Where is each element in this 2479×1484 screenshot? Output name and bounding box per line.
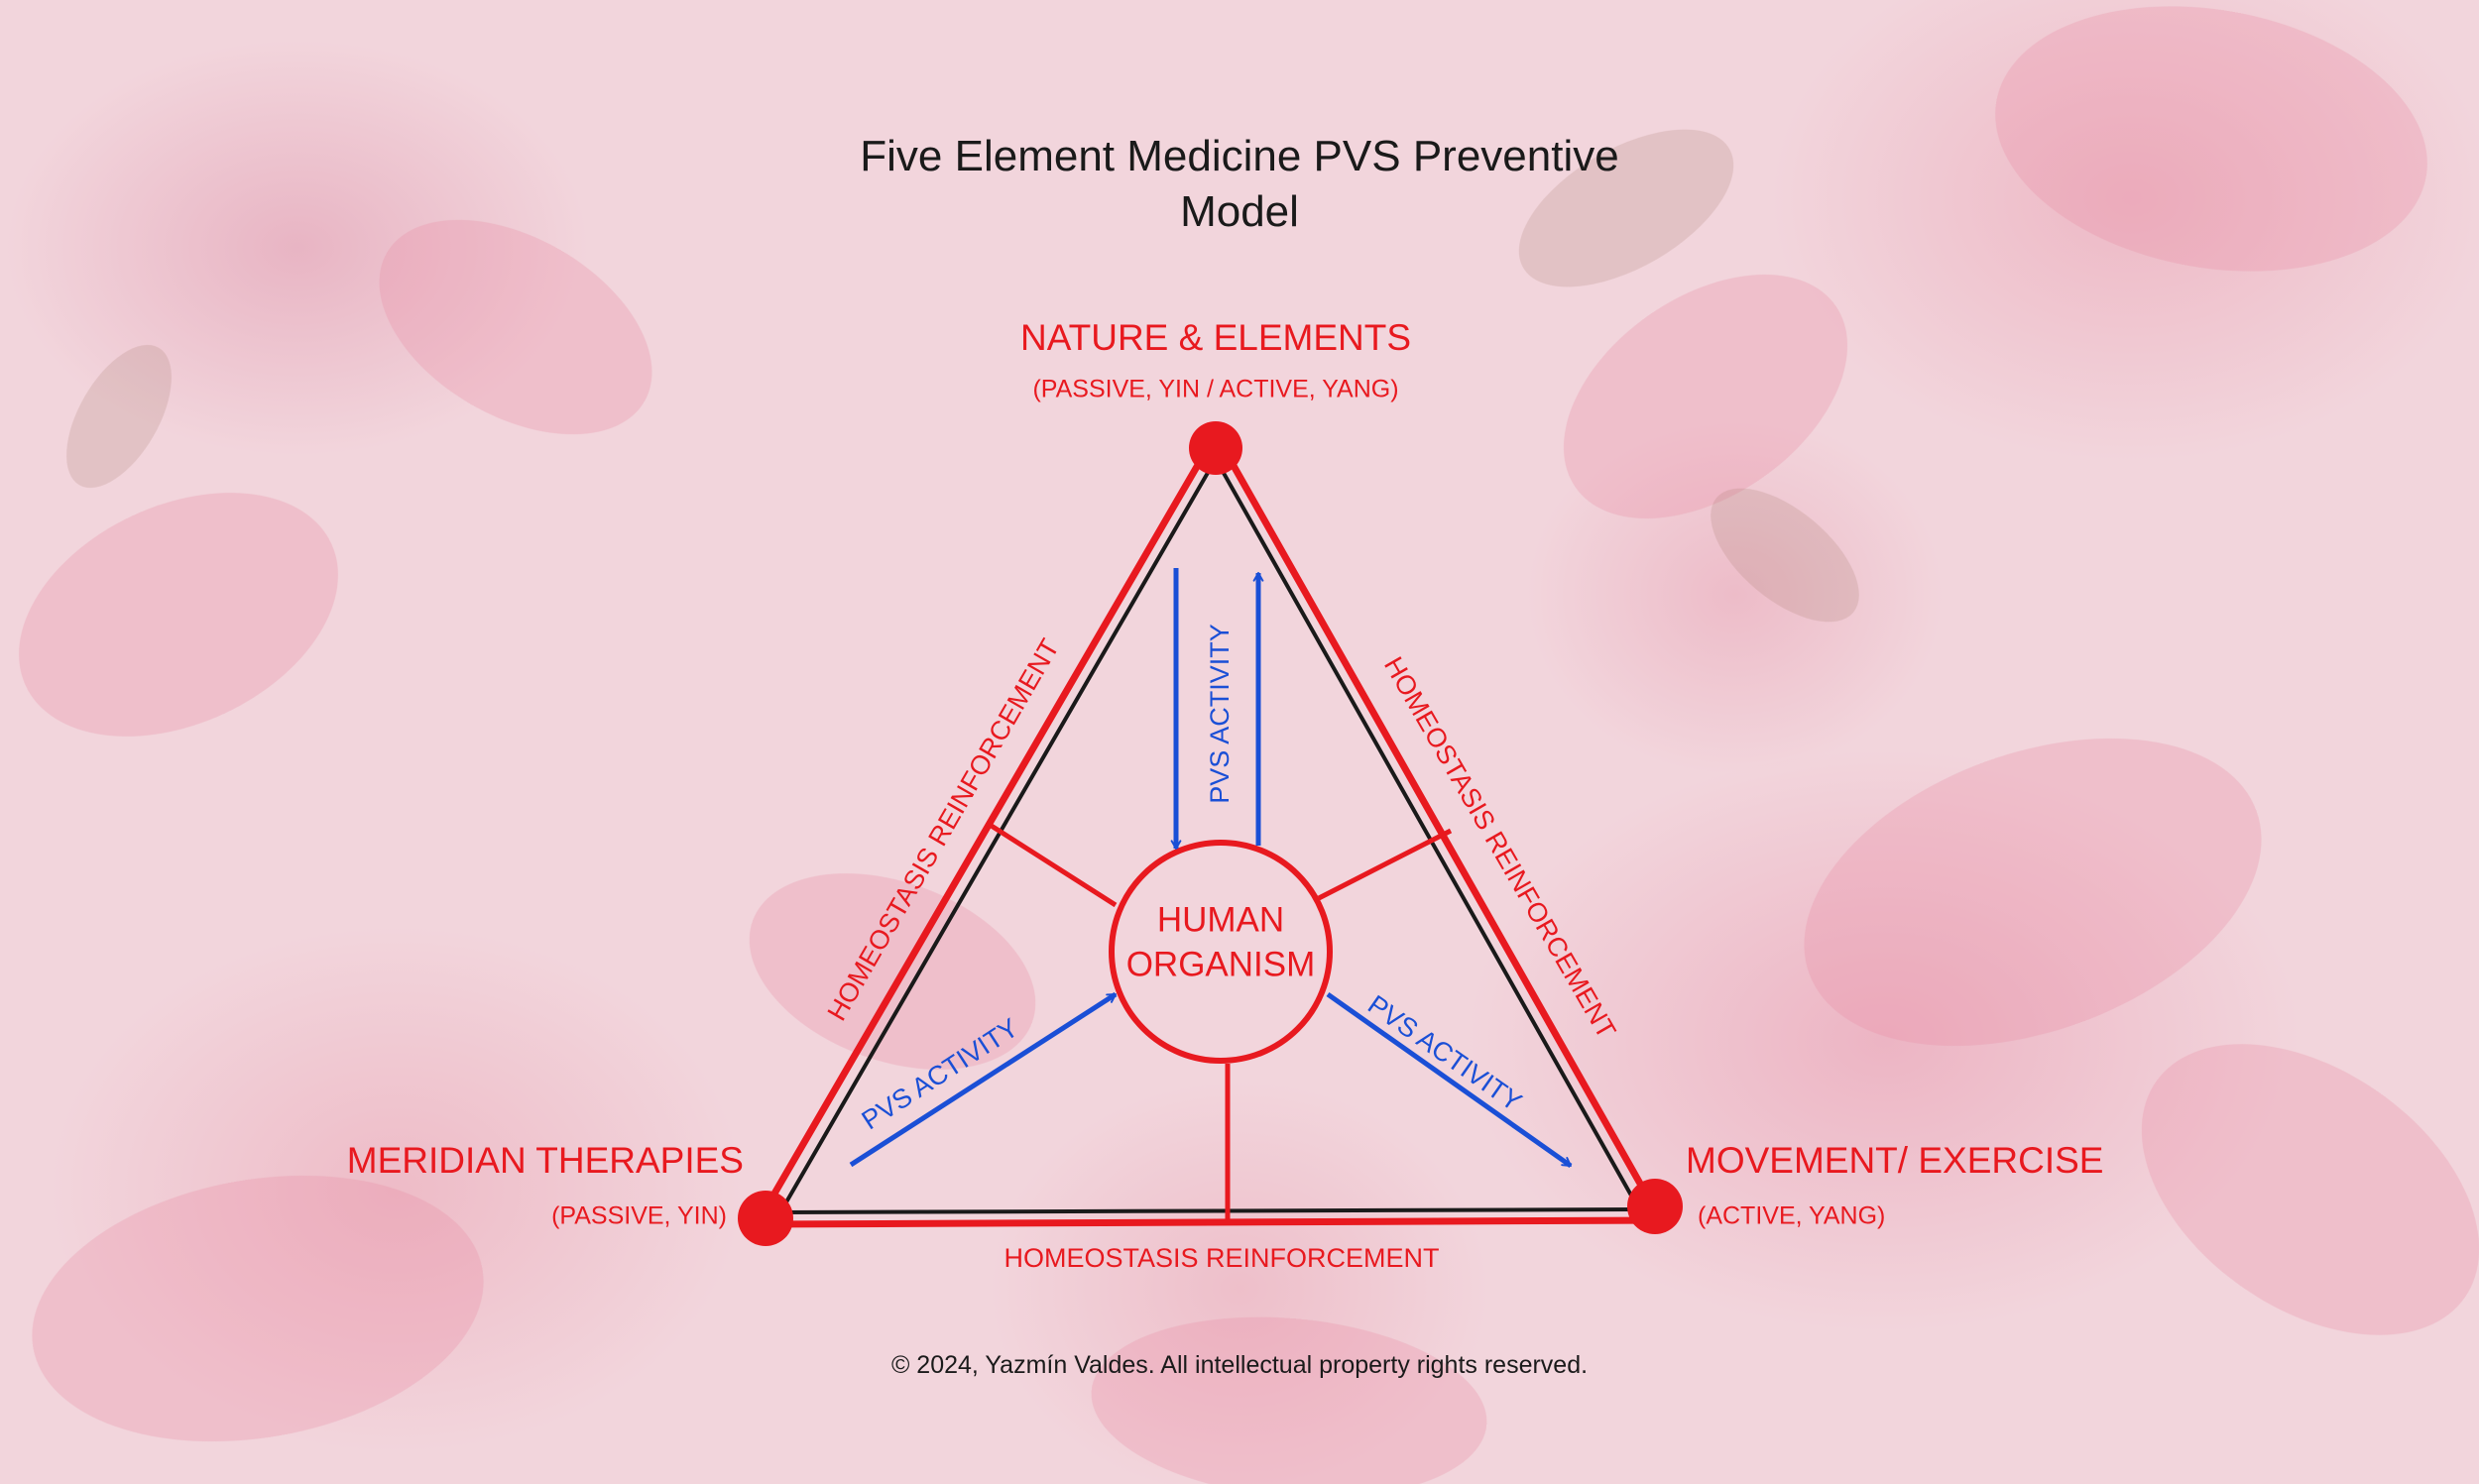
copyright-notice: © 2024, Yazmín Valdes. All intellectual …	[890, 1351, 1589, 1379]
center-label-line-2: ORGANISM	[1126, 945, 1316, 983]
title-line-1: Five Element Medicine PVS Preventive	[860, 132, 1619, 180]
node-left-subtitle: (PASSIVE, YIN)	[551, 1202, 727, 1230]
vertex-dot-left	[738, 1191, 793, 1246]
triangle-outer-red	[753, 430, 1665, 1228]
pvs-label-top: PVS ACTIVITY	[1205, 624, 1235, 804]
center-circle	[1109, 840, 1333, 1064]
node-right-title: MOVEMENT/ EXERCISE	[1686, 1140, 2103, 1181]
title-line-2: Model	[1180, 187, 1299, 236]
arrow-left	[849, 991, 1118, 1168]
edge-label-bottom: HOMEOSTASIS REINFORCEMENT	[1003, 1243, 1439, 1273]
node-left-title: MERIDIAN THERAPIES	[347, 1140, 744, 1181]
triangle-inner-dark	[778, 457, 1641, 1214]
pvs-label-left: PVS ACTIVITY	[857, 1012, 1024, 1135]
vertex-dot-top	[1189, 421, 1242, 475]
page-title: Five Element Medicine PVS Preventive Mod…	[0, 129, 2479, 240]
vertex-dot-right	[1627, 1179, 1683, 1234]
arrow-right	[1326, 991, 1573, 1169]
node-top-subtitle: (PASSIVE, YIN / ACTIVE, YANG)	[1032, 376, 1398, 403]
node-right-subtitle: (ACTIVE, YANG)	[1698, 1202, 1885, 1230]
node-top-title: NATURE & ELEMENTS	[1020, 317, 1411, 358]
edge-label-left: HOMEOSTASIS REINFORCEMENT	[822, 633, 1065, 1025]
spoke-left	[985, 820, 1118, 908]
spoke-right	[1317, 828, 1453, 901]
center-label-line-1: HUMAN	[1157, 900, 1284, 939]
pvs-label-right: PVS ACTIVITY	[1362, 989, 1527, 1117]
